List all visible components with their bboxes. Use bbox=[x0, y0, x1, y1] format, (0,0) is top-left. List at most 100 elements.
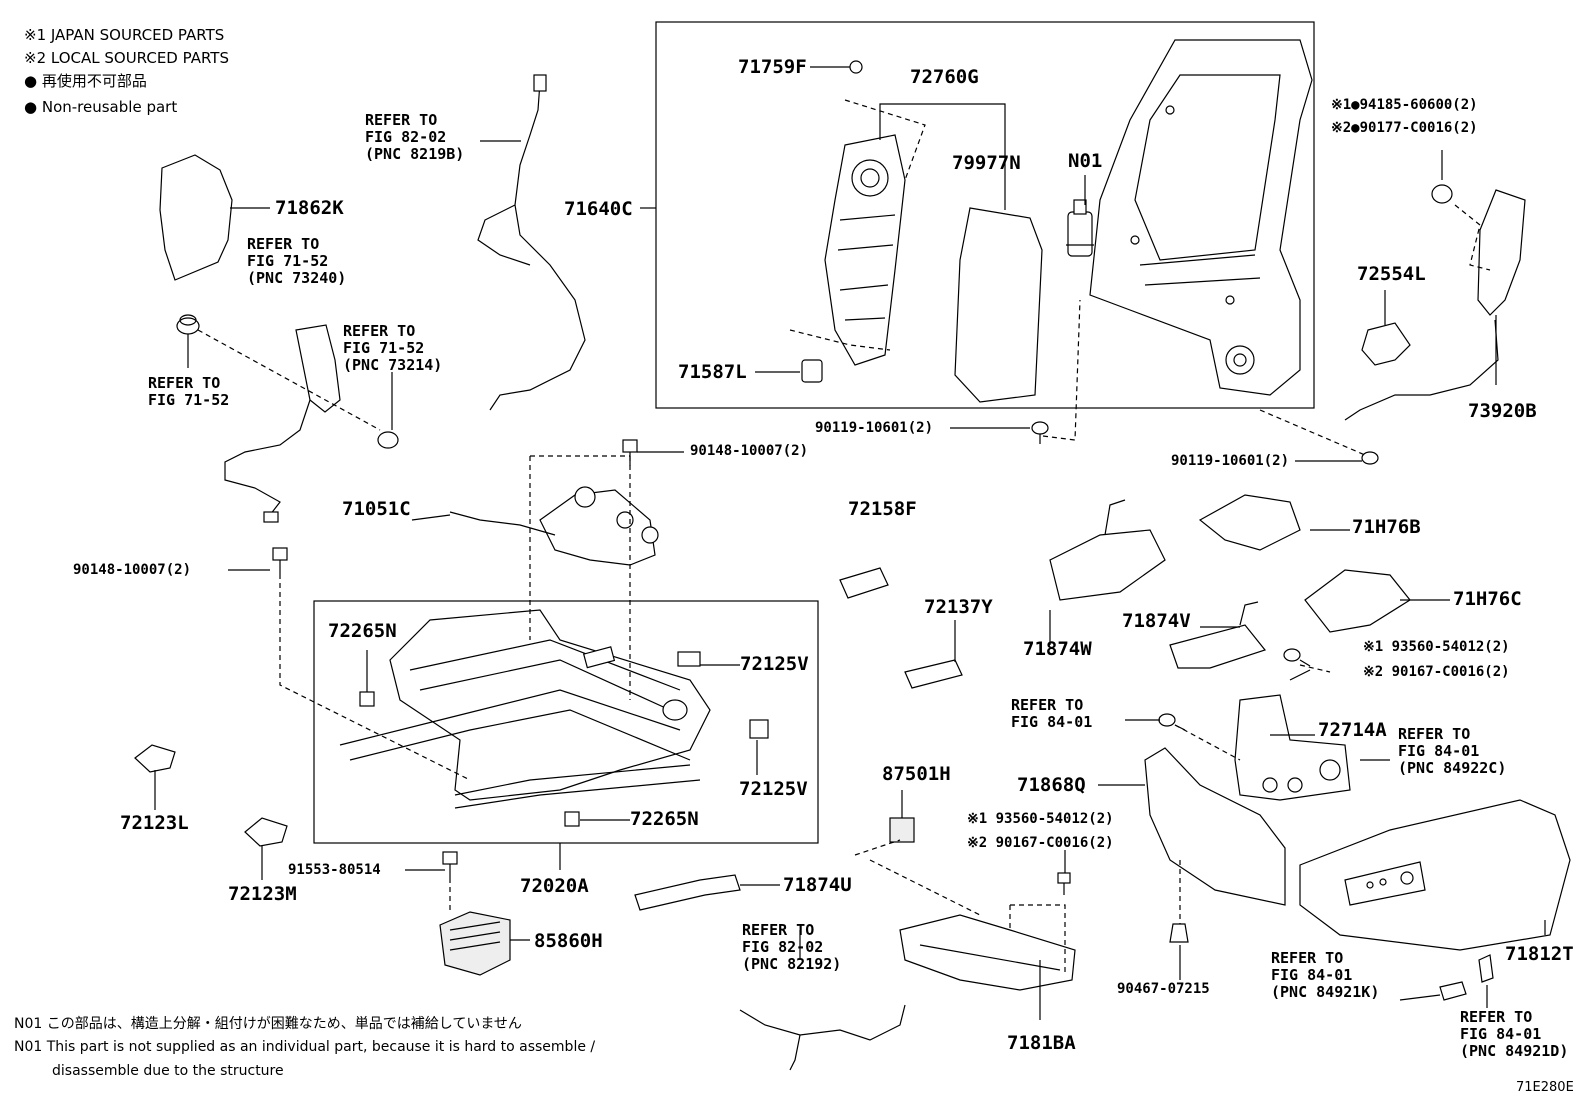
bracket-72265N-lower-drawing bbox=[564, 811, 580, 827]
refer-fig-84-01[interactable]: REFER TO FIG 84-01 bbox=[1011, 696, 1093, 731]
cover-71H76B-drawing bbox=[1198, 494, 1301, 551]
refer-fig-71-52[interactable]: REFER TO FIG 71-52 bbox=[148, 374, 230, 409]
part-label-71874V[interactable]: 71874V bbox=[1122, 610, 1191, 632]
cover-72158F-drawing bbox=[839, 567, 889, 599]
seat-belt-buckle-drawing bbox=[224, 324, 341, 523]
refer-fig-84-01-84921D[interactable]: REFER TO FIG 84-01 (PNC 84921D) bbox=[1460, 1008, 1569, 1060]
part-label-72125V-upper[interactable]: 72125V bbox=[740, 653, 809, 675]
bracket-7181BA-drawing bbox=[899, 914, 1076, 991]
part-label-93560-54012-b[interactable]: ※1 93560-54012(2) bbox=[967, 811, 1114, 827]
part-label-90148-10007-a[interactable]: 90148-10007(2) bbox=[690, 443, 809, 459]
part-label-94185-60600[interactable]: ※1●94185-60600(2) bbox=[1331, 97, 1478, 113]
seat-adjuster-group-frame bbox=[313, 600, 819, 844]
legend-nonreusable-jp: ● 再使用不可部品 bbox=[24, 72, 147, 90]
sensor-87501H-drawing bbox=[889, 817, 915, 843]
part-label-71812T[interactable]: 71812T bbox=[1505, 943, 1574, 965]
sensor-72554L-drawing bbox=[1361, 322, 1411, 366]
part-label-90167-C0016-b[interactable]: ※2 90167-C0016(2) bbox=[967, 835, 1114, 851]
part-label-71640C[interactable]: 71640C bbox=[564, 198, 633, 220]
part-label-79977N[interactable]: 79977N bbox=[952, 152, 1021, 174]
legend-japan-sourced: ※1 JAPAN SOURCED PARTS bbox=[24, 26, 225, 44]
part-label-72265N-lower[interactable]: 72265N bbox=[630, 808, 699, 830]
refer-fig-71-52-73240[interactable]: REFER TO FIG 71-52 (PNC 73240) bbox=[247, 235, 347, 287]
switch-panel-drawing bbox=[1344, 861, 1426, 906]
refer-fig-84-01-84922C[interactable]: REFER TO FIG 84-01 (PNC 84922C) bbox=[1398, 725, 1507, 777]
part-label-90167-C0016-a[interactable]: ※2 90167-C0016(2) bbox=[1363, 664, 1510, 680]
bracket-72125V-upper-drawing bbox=[677, 651, 701, 667]
part-label-71H76B[interactable]: 71H76B bbox=[1352, 516, 1421, 538]
bolt-90119-a-drawing bbox=[1031, 421, 1049, 444]
part-label-72123M[interactable]: 72123M bbox=[228, 883, 297, 905]
part-label-71759F[interactable]: 71759F bbox=[738, 56, 807, 78]
ring-73214-drawing bbox=[377, 431, 399, 449]
cover-71862K-drawing bbox=[159, 154, 233, 281]
knob-84921K-drawing bbox=[1439, 981, 1467, 1001]
part-label-90119-10601-a[interactable]: 90119-10601(2) bbox=[815, 420, 934, 436]
part-label-71051C[interactable]: 71051C bbox=[342, 498, 411, 520]
part-label-7181BA[interactable]: 7181BA bbox=[1007, 1032, 1076, 1054]
part-label-72125V-lower[interactable]: 72125V bbox=[739, 778, 808, 800]
note-n01-english: N01 This part is not supplied as an indi… bbox=[14, 1039, 596, 1055]
lumbar-motor-drawing bbox=[1066, 199, 1094, 257]
part-label-N01[interactable]: N01 bbox=[1068, 150, 1103, 172]
lumbar-support-drawing bbox=[824, 134, 906, 366]
part-label-72123L[interactable]: 72123L bbox=[120, 812, 189, 834]
clip-71759F-drawing bbox=[849, 60, 863, 74]
part-label-87501H[interactable]: 87501H bbox=[882, 763, 951, 785]
dashed-assembly-lines bbox=[197, 99, 1491, 975]
part-label-71874W[interactable]: 71874W bbox=[1023, 638, 1092, 660]
part-label-71587L[interactable]: 71587L bbox=[678, 361, 747, 383]
part-label-72020A[interactable]: 72020A bbox=[520, 875, 589, 897]
seatback-group-frame bbox=[655, 21, 1315, 409]
part-label-93560-54012-a[interactable]: ※1 93560-54012(2) bbox=[1363, 639, 1510, 655]
bolt-90148-left-drawing bbox=[272, 547, 288, 574]
part-label-85860H[interactable]: 85860H bbox=[534, 930, 603, 952]
part-label-90148-10007-b[interactable]: 90148-10007(2) bbox=[73, 562, 192, 578]
part-label-71H76C[interactable]: 71H76C bbox=[1453, 588, 1522, 610]
clip-90467-drawing bbox=[1169, 923, 1189, 943]
part-label-72554L[interactable]: 72554L bbox=[1357, 263, 1426, 285]
cover-71874U-drawing bbox=[634, 874, 741, 911]
legend-local-sourced: ※2 LOCAL SOURCED PARTS bbox=[24, 49, 229, 67]
part-label-91553-80514[interactable]: 91553-80514 bbox=[288, 862, 381, 878]
figure-id: 71E280E bbox=[1516, 1080, 1574, 1095]
part-label-72760G[interactable]: 72760G bbox=[910, 66, 979, 88]
part-label-72137Y[interactable]: 72137Y bbox=[924, 596, 993, 618]
module-85860H-drawing bbox=[439, 911, 511, 976]
part-label-90119-10601-b[interactable]: 90119-10601(2) bbox=[1171, 453, 1290, 469]
track-cover-71051C-drawing bbox=[449, 486, 659, 566]
refer-fig-84-01-84921K[interactable]: REFER TO FIG 84-01 (PNC 84921K) bbox=[1271, 949, 1380, 1001]
legend-nonreusable-en: ● Non-reusable part bbox=[24, 98, 178, 116]
part-label-90467-07215[interactable]: 90467-07215 bbox=[1117, 981, 1210, 997]
part-label-72714A[interactable]: 72714A bbox=[1318, 719, 1387, 741]
refer-fig-82-02-82192[interactable]: REFER TO FIG 82-02 (PNC 82192) bbox=[742, 921, 842, 973]
bolt-93560-lower-drawing bbox=[1057, 872, 1071, 895]
refer-fig-82-02-8219B[interactable]: REFER TO FIG 82-02 (PNC 8219B) bbox=[365, 111, 465, 163]
bracket-72265N-upper-drawing bbox=[359, 691, 375, 707]
cover-71874V-drawing bbox=[1169, 624, 1267, 669]
bracket-72125V-lower-drawing bbox=[749, 719, 769, 739]
part-label-90177-C0016[interactable]: ※2●90177-C0016(2) bbox=[1331, 120, 1478, 136]
part-label-73920B[interactable]: 73920B bbox=[1468, 400, 1537, 422]
part-label-71874U[interactable]: 71874U bbox=[783, 874, 852, 896]
bolt-91553-drawing bbox=[442, 851, 458, 878]
bolt-90148-upper-drawing bbox=[622, 439, 638, 466]
part-label-72265N-upper[interactable]: 72265N bbox=[328, 620, 397, 642]
cover-71874W-drawing bbox=[1049, 529, 1166, 601]
cover-72123M-drawing bbox=[244, 817, 288, 847]
part-label-72158F[interactable]: 72158F bbox=[848, 498, 917, 520]
lumbar-pad-drawing bbox=[954, 207, 1043, 403]
seat-adjuster-drawing bbox=[339, 609, 711, 809]
cover-72137Y-drawing bbox=[904, 659, 963, 689]
airbag-73920B-drawing bbox=[1344, 189, 1526, 421]
part-label-71868Q[interactable]: 71868Q bbox=[1017, 774, 1086, 796]
seatback-frame-drawing bbox=[1089, 39, 1313, 396]
leader-lines bbox=[154, 66, 1546, 1020]
refer-fig-71-52-73214[interactable]: REFER TO FIG 71-52 (PNC 73214) bbox=[343, 322, 443, 374]
cover-72123L-drawing bbox=[134, 744, 176, 773]
switch-base-72714A-drawing bbox=[1234, 694, 1351, 801]
shield-71812T-drawing bbox=[1299, 799, 1571, 951]
part-label-71862K[interactable]: 71862K bbox=[275, 197, 344, 219]
nut-94185-drawing bbox=[1431, 184, 1453, 204]
